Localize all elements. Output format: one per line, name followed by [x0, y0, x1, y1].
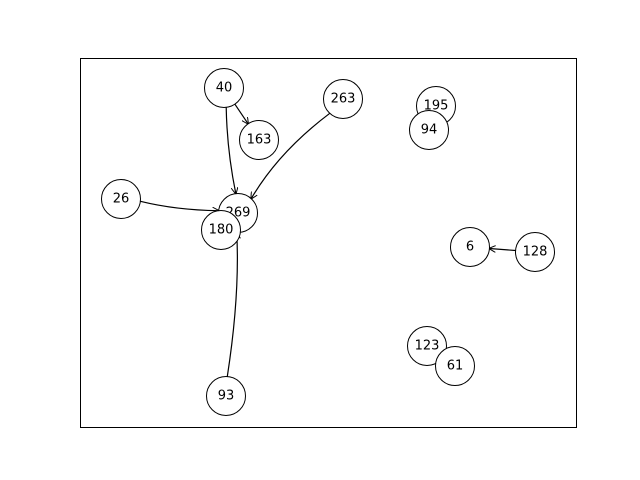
node-94: 94 [409, 110, 449, 150]
node-circle [206, 376, 246, 416]
node-label: 163 [247, 133, 272, 148]
node-label: 26 [113, 192, 130, 207]
node-circle [515, 232, 555, 272]
edges-layer [140, 103, 516, 377]
edge-40-to-269 [225, 107, 236, 193]
node-128: 128 [515, 232, 555, 272]
node-26: 26 [101, 179, 141, 219]
edge-128-to-6 [489, 249, 516, 251]
node-circle [323, 79, 363, 119]
node-label: 263 [331, 92, 356, 107]
edge-93-to-269 [226, 233, 237, 377]
node-40: 40 [204, 68, 244, 108]
node-93: 93 [206, 376, 246, 416]
node-label: 195 [424, 99, 449, 114]
node-label: 128 [523, 245, 548, 260]
node-circle [201, 210, 241, 250]
node-6: 6 [450, 227, 490, 267]
node-circle [239, 120, 279, 160]
edge-26-to-269 [140, 200, 218, 210]
node-label: 180 [209, 223, 234, 238]
node-123: 123 [407, 326, 447, 366]
node-circle [204, 68, 244, 108]
plot-frame [80, 58, 577, 428]
node-label: 93 [218, 389, 235, 404]
node-61: 61 [435, 346, 475, 386]
edge-40-to-163 [234, 103, 248, 124]
node-label: 61 [447, 359, 464, 374]
node-circle [101, 179, 141, 219]
node-label: 40 [216, 81, 233, 96]
node-circle [409, 110, 449, 150]
node-263: 263 [323, 79, 363, 119]
node-label: 94 [421, 123, 438, 138]
edge-263-to-269 [251, 112, 331, 198]
node-163: 163 [239, 120, 279, 160]
node-circle [435, 346, 475, 386]
node-circle [450, 227, 490, 267]
node-180: 180 [201, 210, 241, 250]
node-label: 123 [415, 339, 440, 354]
node-label: 6 [466, 240, 474, 255]
node-circle [407, 326, 447, 366]
